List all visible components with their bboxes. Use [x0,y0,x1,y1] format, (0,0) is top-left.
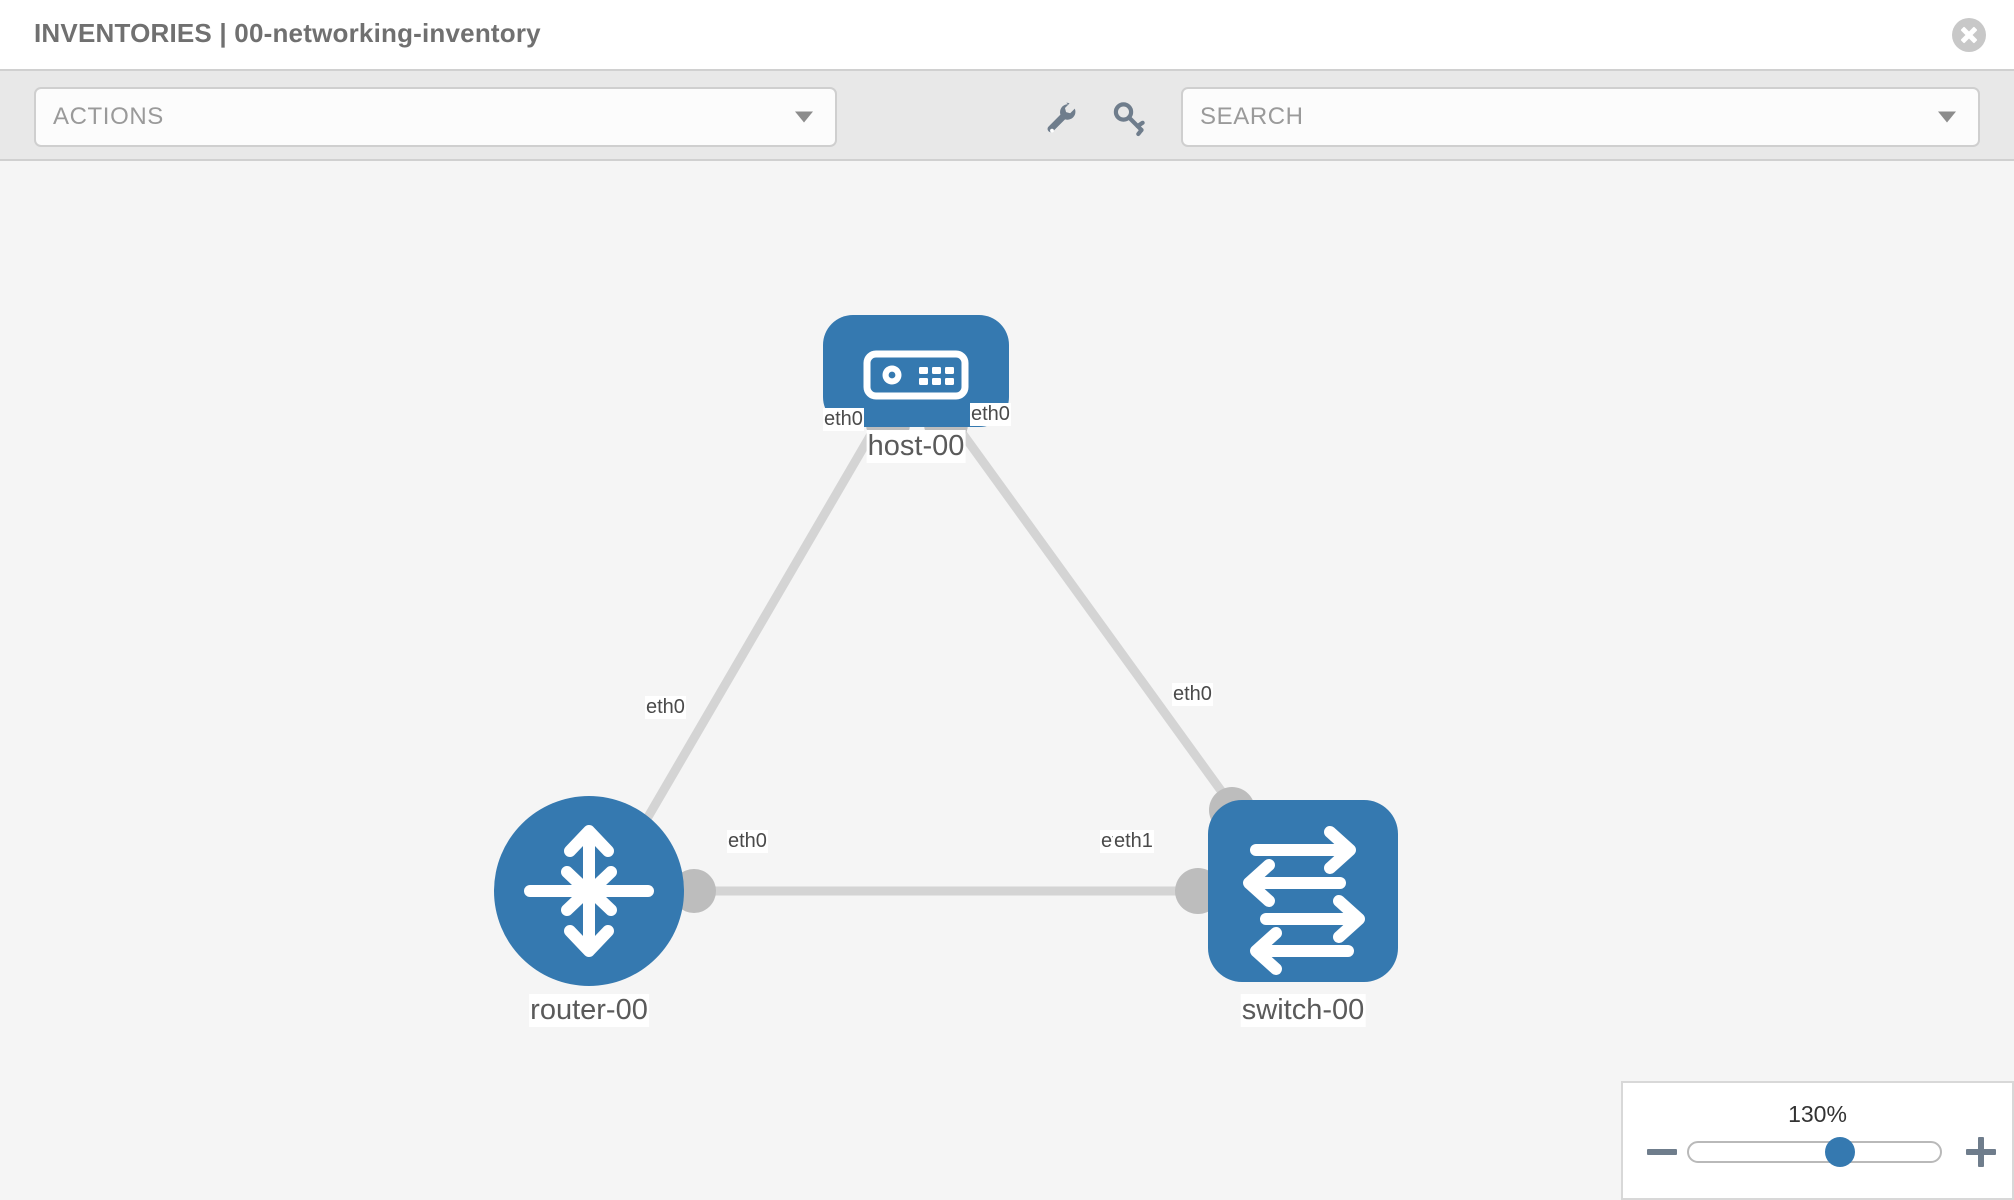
node-label-host-00: host-00 [866,430,966,463]
wrench-icon[interactable] [1040,97,1082,139]
node-label-switch-00: switch-00 [1240,994,1366,1027]
page-header: INVENTORIES | 00-networking-inventory [0,0,2014,69]
page-title: INVENTORIES | 00-networking-inventory [34,18,541,48]
edge-label-switch-host-eth0: eth0 [1172,683,1213,706]
edge-host-router[interactable] [637,416,884,832]
node-host-00[interactable] [823,315,1009,427]
search-input[interactable]: SEARCH [1181,87,1980,147]
edge-label-switch-router-eth1: eth1 [1113,830,1154,853]
minus-icon [1647,1149,1677,1155]
router-arrows-icon [524,825,654,957]
node-label-router-00: router-00 [529,994,649,1027]
edge-label-router-host-eth0: eth0 [645,696,686,719]
node-switch-00[interactable] [1208,800,1398,982]
node-router-00[interactable] [494,796,684,986]
zoom-slider-thumb[interactable] [1824,1137,1855,1167]
edge-label-host-switch-eth0: eth0 [970,403,1011,426]
zoom-in-button[interactable] [1964,1135,1998,1169]
topology-graph [494,315,1398,986]
edge-label-router-switch-eth0: eth0 [727,830,768,853]
close-icon[interactable] [1952,18,1986,52]
actions-dropdown[interactable]: ACTIONS [34,87,837,147]
chevron-down-icon[interactable] [795,111,813,123]
switch-arrows-icon [1243,826,1365,975]
edge-label-host-router-eth0: eth0 [823,408,864,431]
zoom-slider[interactable] [1687,1137,1942,1167]
search-input-placeholder: SEARCH [1200,103,1304,130]
actions-dropdown-label: ACTIONS [53,103,164,130]
server-icon [863,350,969,400]
key-icon[interactable] [1108,97,1150,139]
toolbar: ACTIONS SEARCH [0,69,2014,161]
topology-canvas[interactable]: eth0 eth0 eth0 eth0 eth0 eth0 eth1 host-… [0,161,2014,1200]
chevron-down-icon[interactable] [1938,111,1956,123]
zoom-level-label: 130% [1788,1101,1847,1127]
edge-host-switch[interactable] [948,416,1247,824]
plus-icon-vertical [1978,1137,1984,1167]
zoom-out-button[interactable] [1645,1135,1679,1169]
zoom-control-panel: 130% [1621,1081,2014,1200]
topology-edges [637,416,1247,896]
